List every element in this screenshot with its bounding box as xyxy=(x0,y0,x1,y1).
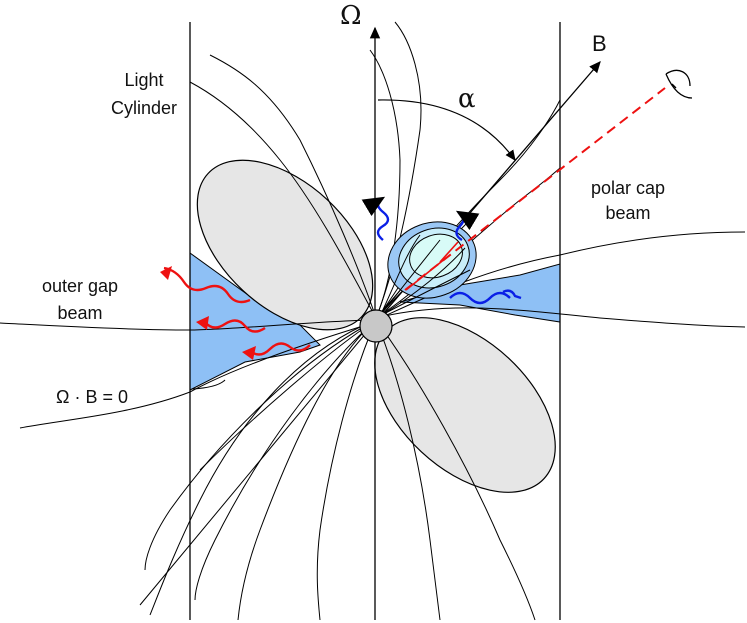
omega-label: Ω xyxy=(340,1,362,31)
polar-beam-ray-a xyxy=(405,257,447,291)
alpha-angle-arc xyxy=(377,99,516,161)
closed-field-lobe-upper-left xyxy=(196,159,374,331)
alpha-label: α xyxy=(458,84,476,114)
outer-gap-beam-label: outer gap beam xyxy=(41,276,119,323)
null-surface-pointer xyxy=(191,379,226,390)
b-axis-label: B xyxy=(592,31,607,56)
red-photons xyxy=(163,266,311,356)
line-of-sight xyxy=(404,87,666,291)
polar-beam-ray-b xyxy=(439,241,459,263)
light-cylinder-label: Light Cylinder xyxy=(110,70,178,118)
polar-cap-beam-label: polar cap beam xyxy=(590,178,666,223)
polar-cap-field-lines xyxy=(379,234,471,317)
blue-photons xyxy=(361,196,522,305)
red-photon-arrowheads xyxy=(160,266,256,360)
observer-eye-icon xyxy=(665,69,693,99)
null-surface-label: Ω · B = 0 xyxy=(56,387,128,407)
neutron-star xyxy=(359,309,393,343)
